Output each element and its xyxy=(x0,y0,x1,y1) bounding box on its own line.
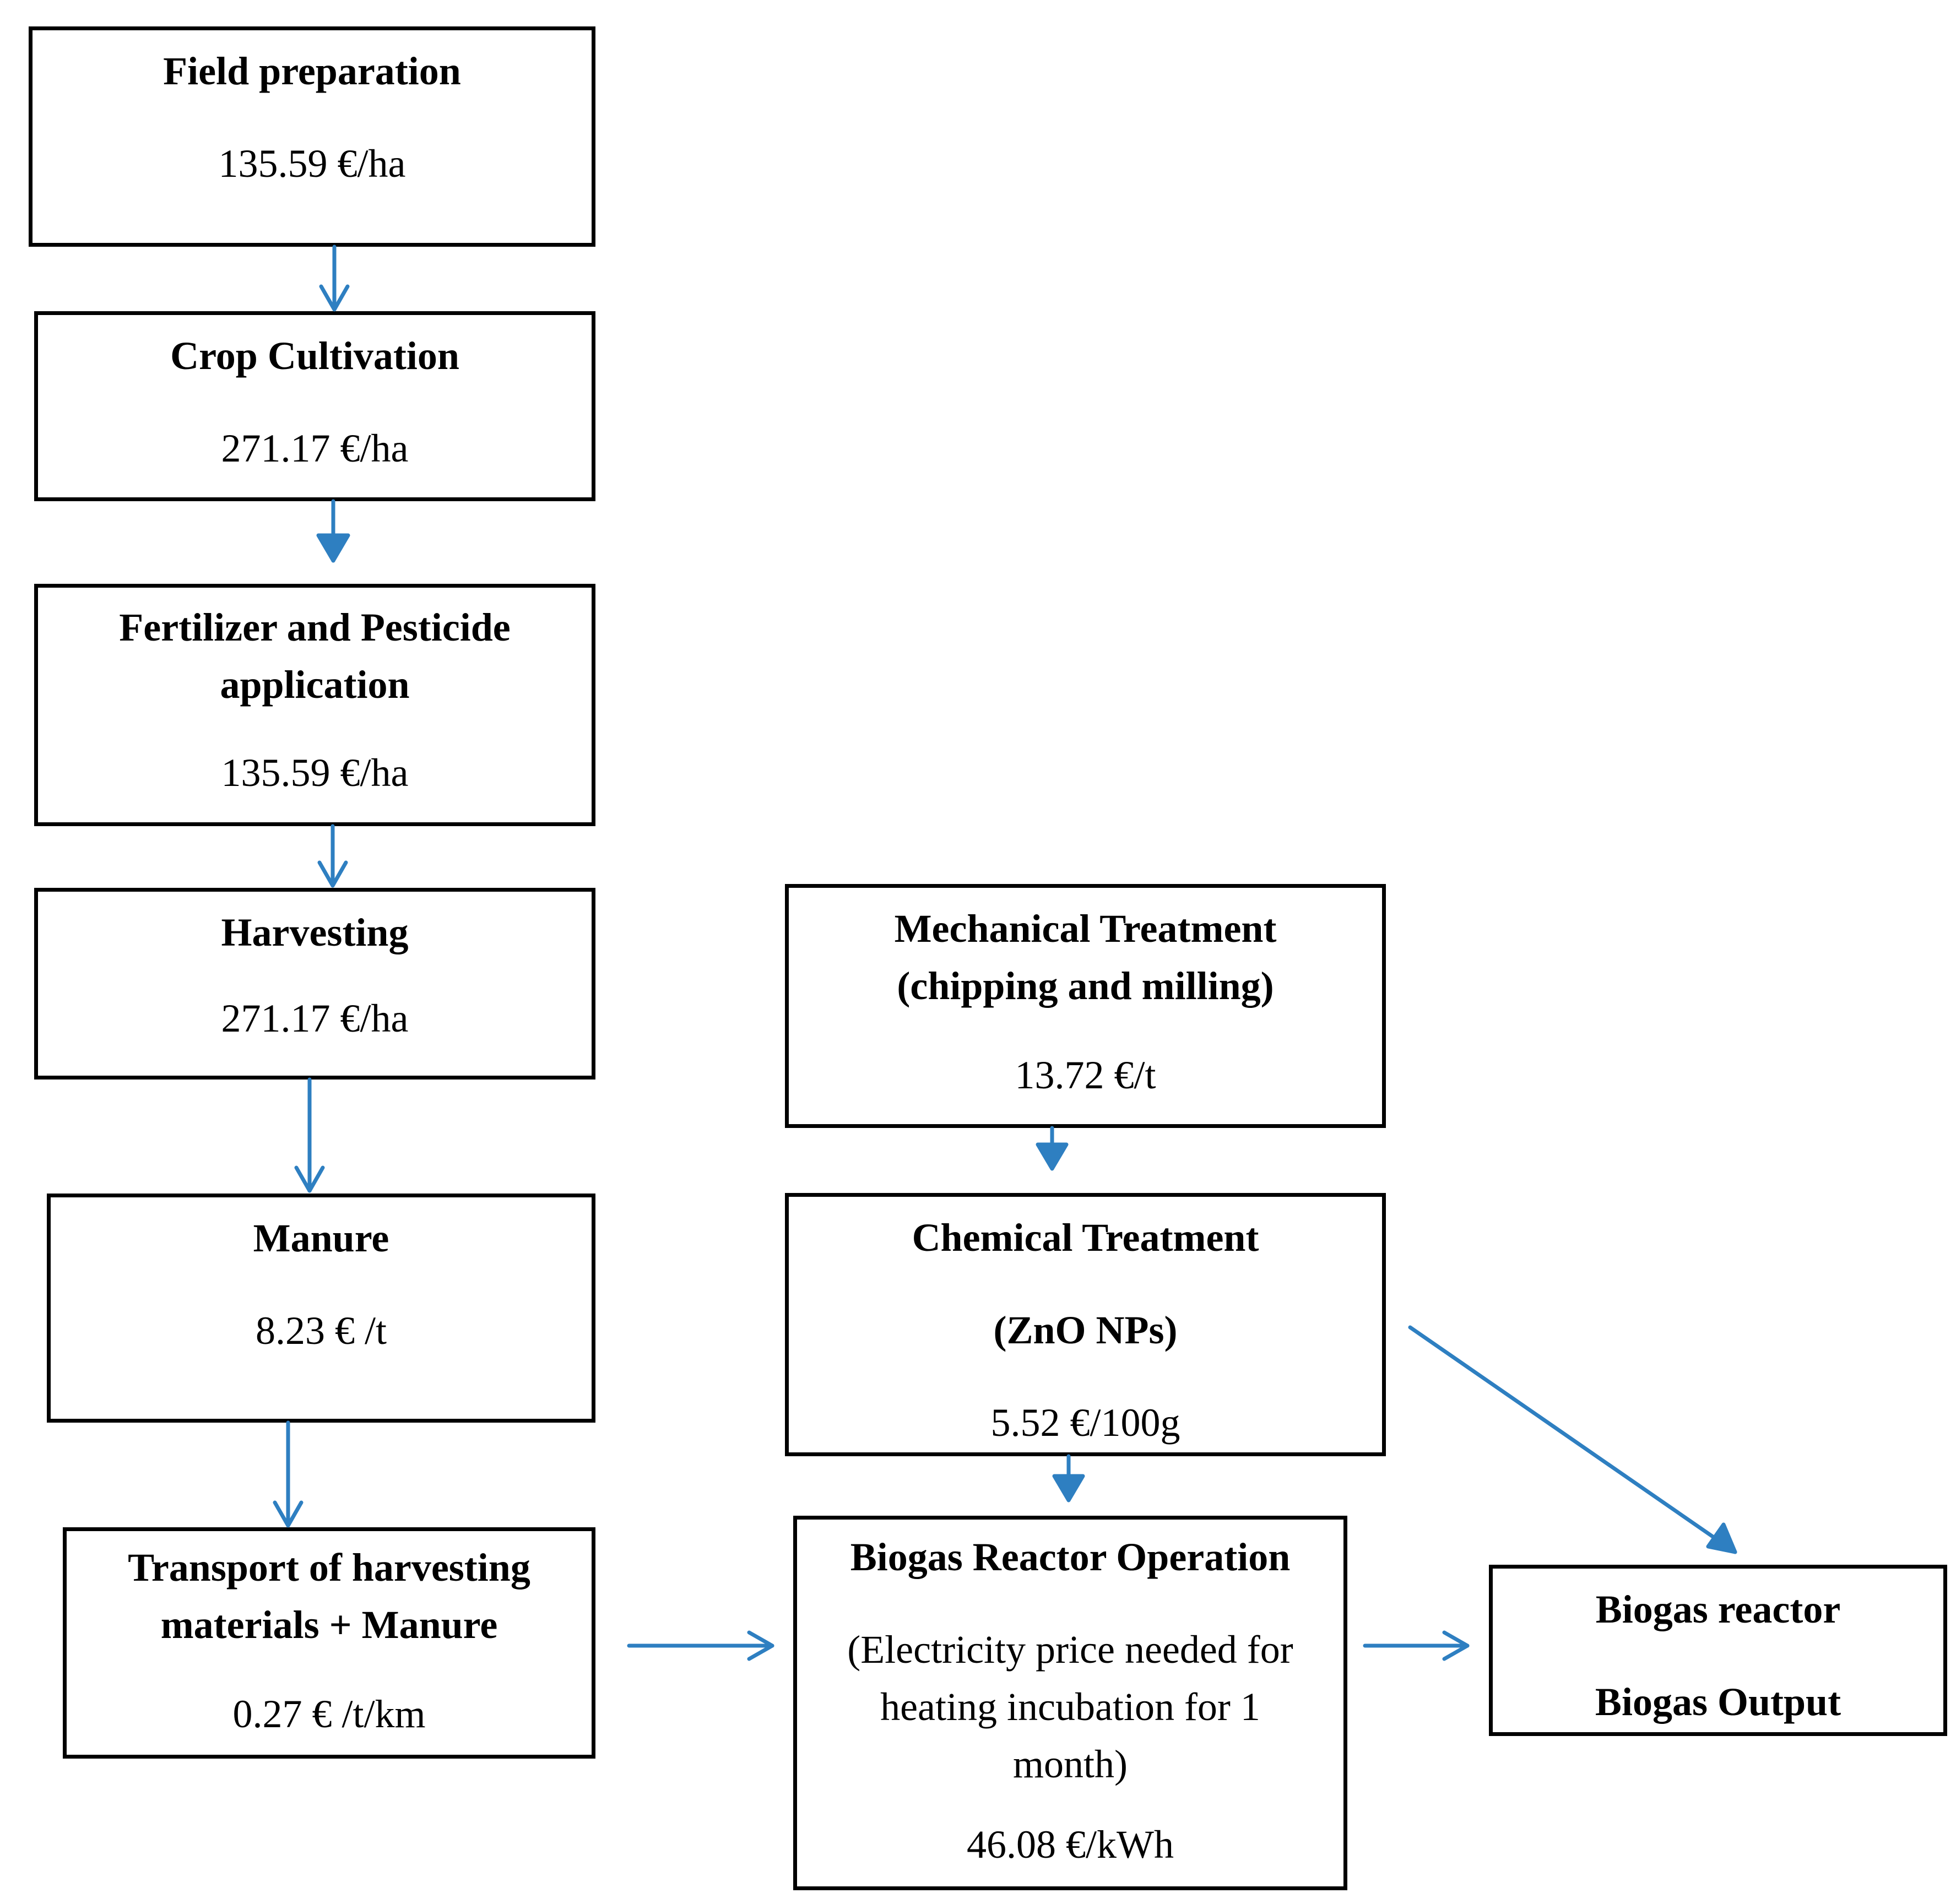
node-mechanical-treatment: Mechanical Treatment (chipping and milli… xyxy=(785,884,1386,1128)
node-cost: 13.72 €/t xyxy=(1015,1053,1156,1097)
node-field-preparation: Field preparation 135.59 €/ha xyxy=(29,26,595,247)
node-note-line2: heating incubation for 1 xyxy=(880,1685,1260,1729)
node-cost: 46.08 €/kWh xyxy=(967,1822,1174,1867)
node-output: Biogas Output xyxy=(1595,1680,1841,1724)
node-cost: 8.23 € /t xyxy=(255,1309,387,1353)
node-title: Harvesting xyxy=(221,910,409,954)
node-cost: 271.17 €/ha xyxy=(221,426,409,470)
node-cost: 135.59 €/ha xyxy=(221,751,409,795)
node-cost: 135.59 €/ha xyxy=(218,142,406,186)
node-note-line1: (Electricity price needed for xyxy=(847,1628,1293,1672)
node-fertilizer-pesticide: Fertilizer and Pesticide application 135… xyxy=(34,584,595,826)
arrow-transport-to-reactor-operation xyxy=(627,1630,774,1661)
node-cost: 5.52 €/100g xyxy=(990,1401,1180,1445)
node-title-line2: materials + Manure xyxy=(160,1603,498,1647)
arrow-crop-to-fertilizer xyxy=(316,499,350,563)
node-title-line1: Transport of harvesting xyxy=(128,1545,530,1590)
node-title: Chemical Treatment xyxy=(912,1216,1259,1260)
node-title-line1: Mechanical Treatment xyxy=(894,907,1277,951)
node-title-line1: Fertilizer and Pesticide xyxy=(119,605,511,649)
node-cost: 271.17 €/ha xyxy=(221,996,409,1040)
node-title: Biogas Reactor Operation xyxy=(850,1535,1291,1579)
arrow-fertilizer-to-harvesting xyxy=(317,824,348,888)
node-title: Crop Cultivation xyxy=(170,334,459,378)
arrow-manure-to-transport xyxy=(273,1420,304,1528)
node-harvesting: Harvesting 271.17 €/ha xyxy=(34,888,595,1080)
node-biogas-output: Biogas reactor Biogas Output xyxy=(1489,1565,1947,1736)
arrow-harvesting-to-manure xyxy=(294,1077,325,1193)
node-crop-cultivation: Crop Cultivation 271.17 €/ha xyxy=(34,311,595,501)
arrow-chemical-to-biogas-output xyxy=(1408,1325,1737,1554)
node-chemical-treatment: Chemical Treatment (ZnO NPs) 5.52 €/100g xyxy=(785,1193,1386,1456)
node-title-line2: (chipping and milling) xyxy=(897,964,1274,1008)
node-transport: Transport of harvesting materials + Manu… xyxy=(63,1527,595,1759)
arrow-chemical-to-reactor-operation xyxy=(1052,1454,1085,1502)
node-note-line3: month) xyxy=(1013,1742,1128,1786)
node-biogas-reactor-operation: Biogas Reactor Operation (Electricity pr… xyxy=(793,1516,1347,1890)
node-title: Field preparation xyxy=(163,49,461,93)
node-title: Biogas reactor xyxy=(1595,1587,1841,1631)
node-cost: 0.27 € /t/km xyxy=(232,1692,426,1736)
arrow-field-to-crop xyxy=(319,245,350,312)
node-subtitle: (ZnO NPs) xyxy=(993,1308,1178,1352)
node-title-line2: application xyxy=(220,663,410,707)
arrow-mechanical-to-chemical xyxy=(1036,1126,1069,1171)
node-title: Manure xyxy=(253,1216,389,1260)
arrow-reactor-operation-to-biogas-output xyxy=(1363,1630,1470,1661)
node-manure: Manure 8.23 € /t xyxy=(47,1194,595,1423)
